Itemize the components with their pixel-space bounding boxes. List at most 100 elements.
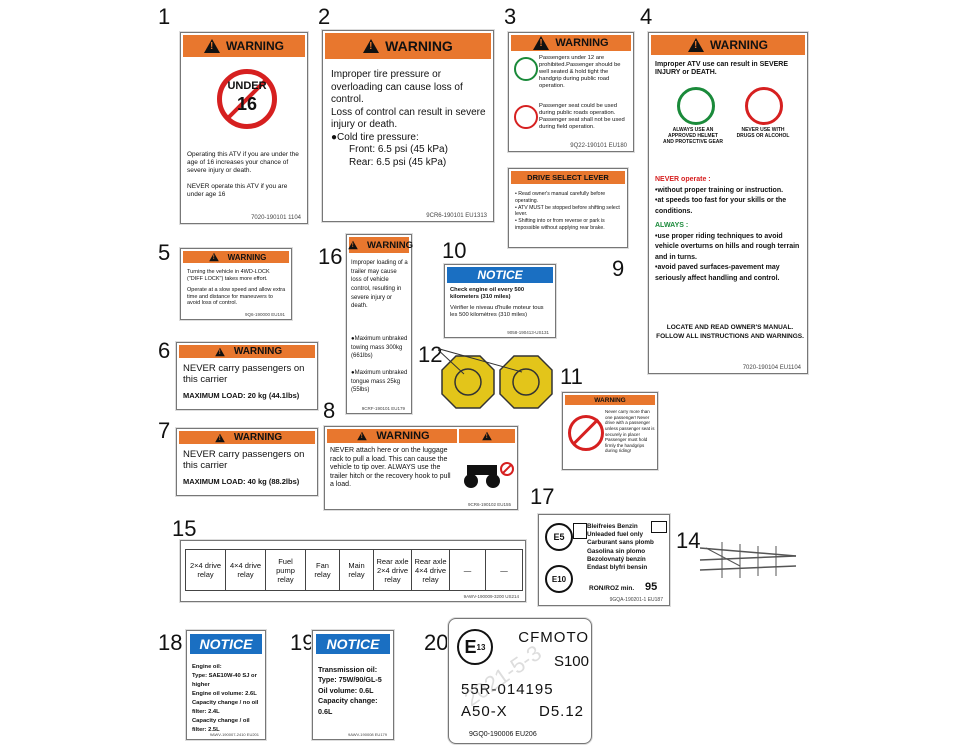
fuel-pump-icon <box>573 523 587 539</box>
label-16-code: 9CRF-190101 EU179 <box>361 406 405 411</box>
label-3-p1: Passengers under 12 are prohibited.Passe… <box>539 55 621 89</box>
warning-triangle-icon <box>215 347 225 356</box>
label-6-text: NEVER carry passengers on this carrier <box>183 363 305 386</box>
label-9-i3: • Shifting into or from reverse or park … <box>515 218 605 231</box>
label-2-line1: Improper tire pressure or overloading ca… <box>331 69 463 105</box>
label-7-carrier-40kg: WARNING NEVER carry passengers on this c… <box>176 428 318 496</box>
label-15-relay-strip: 2×4 drive relay 4×4 drive relay Fuel pum… <box>180 540 526 602</box>
notice-bar: NOTICE <box>316 634 390 654</box>
label-12-octagons <box>438 348 553 409</box>
label-2-rear: Rear: 6.5 psi (45 kPa) <box>349 156 447 168</box>
label-20-approval: 55R-014195 <box>461 681 554 698</box>
warning-bar: WARNING <box>179 345 315 358</box>
label-7-load: MAXIMUM LOAD: 40 kg (88.2lbs) <box>183 477 300 486</box>
label-4-icon2: NEVER USE WITH DRUGS OR ALCOHOL <box>736 127 790 139</box>
label-20-code: 9GQ0-190006 EU206 <box>469 731 537 738</box>
label-3-code: 9Q22-190101 EU180 <box>570 143 627 149</box>
label-1-never: NEVER operate this ATV if you are under … <box>187 183 288 199</box>
warning-triangle-icon <box>363 39 380 53</box>
no-passenger-icon <box>568 415 604 451</box>
relay-cell: — <box>500 565 508 575</box>
warning-triangle-icon <box>533 36 550 50</box>
passenger-allowed-icon <box>514 57 538 81</box>
label-20-brand: CFMOTO <box>518 629 589 646</box>
label-9-drive-select: DRIVE SELECT LEVER • Read owner's manual… <box>508 168 628 248</box>
label-5-code: 9Q6-190000 EU191 <box>244 312 285 317</box>
helmet-icon <box>677 87 715 125</box>
label-20-left: A50-X <box>461 703 508 720</box>
label-17-code: 9GQA-190201-1 EU187 <box>609 597 663 603</box>
label-16-p1: Improper loading of a trailer may cause … <box>351 260 408 310</box>
warning-bar: WARNING <box>183 251 289 263</box>
label-16-p3: ●Maximum unbraked tongue mass 25kg (55lb… <box>351 370 408 394</box>
label-4-always1: •use proper riding techniques to avoid v… <box>655 232 800 261</box>
part-number-19: 19 <box>290 630 315 655</box>
label-1-body: Operating this ATV if you are under the … <box>187 151 299 175</box>
label-4-never2: •at speeds too fast for your skills or t… <box>655 197 787 215</box>
label-4-icon1: ALWAYS USE AN APPROVED HELMET AND PROTEC… <box>663 127 724 145</box>
label-7-text: NEVER carry passengers on this carrier <box>183 449 305 472</box>
manual-book-icon <box>651 521 667 533</box>
label-20-model: S100 <box>553 653 589 670</box>
part-number-11: 11 <box>560 364 583 389</box>
notice-bar: NOTICE <box>190 634 262 654</box>
label-11-text: Never carry more than one passenger! Nev… <box>605 409 655 454</box>
warning-bar: WARNING <box>179 431 315 444</box>
item-14-wire-clip <box>699 542 797 578</box>
label-5-p1: Turning the vehicle in 4WD-LOCK ("DIFF L… <box>187 269 270 282</box>
warning-bar: WARNING <box>565 395 655 405</box>
label-8-text: NEVER attach here or on the luggage rack… <box>330 447 451 489</box>
relay-cell: 4×4 drive relay <box>226 550 266 590</box>
label-17-ron-value: 95 <box>645 581 658 593</box>
label-16-trailer: WARNING Improper loading of a trailer ma… <box>346 234 413 414</box>
label-2-line3: ●Cold tire pressure: <box>331 131 419 143</box>
part-number-6: 6 <box>158 338 171 363</box>
relay-cell: Fan relay <box>306 550 340 590</box>
part-number-18: 18 <box>158 630 183 655</box>
label-2-code: 9CR6-190101 EU1313 <box>426 213 487 219</box>
warning-bar: WARNING <box>651 35 805 55</box>
part-number-3: 3 <box>504 4 517 29</box>
label-16-p2: ●Maximum unbraked towing mass 300kg (661… <box>351 336 408 360</box>
part-number-20: 20 <box>424 630 449 655</box>
relay-table: 2×4 drive relay 4×4 drive relay Fuel pum… <box>185 549 523 591</box>
label-4-never1: •without proper training or instruction. <box>655 186 784 194</box>
warning-bar: WARNING <box>327 429 457 443</box>
relay-cell: Main relay <box>340 550 374 590</box>
e5-badge: E5 <box>545 523 573 551</box>
label-10-b2: Vérifier le niveau d'huile moteur tous l… <box>450 305 544 318</box>
part-number-14: 14 <box>676 528 701 553</box>
label-3-passengers: WARNING Passengers under 12 are prohibit… <box>508 32 634 152</box>
label-17-ron: RON/ROZ min. <box>589 585 635 592</box>
warning-triangle-icon <box>688 38 704 52</box>
label-4-code: 7020-190104 EU1104 <box>742 365 801 371</box>
label-2-front: Front: 6.5 psi (45 kPa) <box>349 144 448 155</box>
relay-cell: Rear axle 4×4 drive relay <box>412 550 450 590</box>
label-4-always2: •avoid paved surfaces-pavement may serio… <box>655 264 780 282</box>
label-6-carrier-20kg: WARNING NEVER carry passengers on this c… <box>176 342 318 410</box>
prohibited-circle-icon: UNDER 16 <box>217 69 277 129</box>
warning-triangle-icon <box>215 433 225 442</box>
label-17-fuel: E5 E10 Bleifreies Benzin Unleaded fuel o… <box>538 514 670 606</box>
label-5-diff-lock: WARNING Turning the vehicle in 4WD-LOCK … <box>180 248 292 320</box>
relay-cell: — <box>450 550 486 590</box>
label-8-code: 9CR6-190102 EU155 <box>467 502 511 507</box>
label-4-title: Improper ATV use can result in SEVERE IN… <box>655 61 789 77</box>
relay-cell: 2×4 drive relay <box>186 550 226 590</box>
label-6-load: MAXIMUM LOAD: 20 kg (44.1lbs) <box>183 391 300 400</box>
label-20-right: D5.12 <box>539 703 585 720</box>
label-19-transmission-oil: NOTICE Transmission oil: Type: 75W/90/GL… <box>312 630 394 740</box>
label-5-p2: Operate at a slow speed and allow extra … <box>187 287 286 307</box>
part-number-4: 4 <box>640 4 653 29</box>
label-2-tire-pressure: WARNING Improper tire pressure or overlo… <box>322 30 494 222</box>
part-number-7: 7 <box>158 418 171 443</box>
warning-bar-small <box>459 429 515 443</box>
atv-towing-icon <box>464 462 514 488</box>
warning-bar: WARNING <box>348 237 413 253</box>
label-4-never-head: NEVER operate : <box>655 176 711 183</box>
notice-bar: NOTICE <box>447 267 553 283</box>
label-10-engine-oil-notice: NOTICE Check engine oil every 500 kilome… <box>444 264 556 338</box>
label-8-luggage-rack: WARNING NEVER attach here or on the lugg… <box>324 426 518 510</box>
part-number-8: 8 <box>323 398 336 423</box>
label-11-passenger: WARNING Never carry more than one passen… <box>562 392 658 470</box>
